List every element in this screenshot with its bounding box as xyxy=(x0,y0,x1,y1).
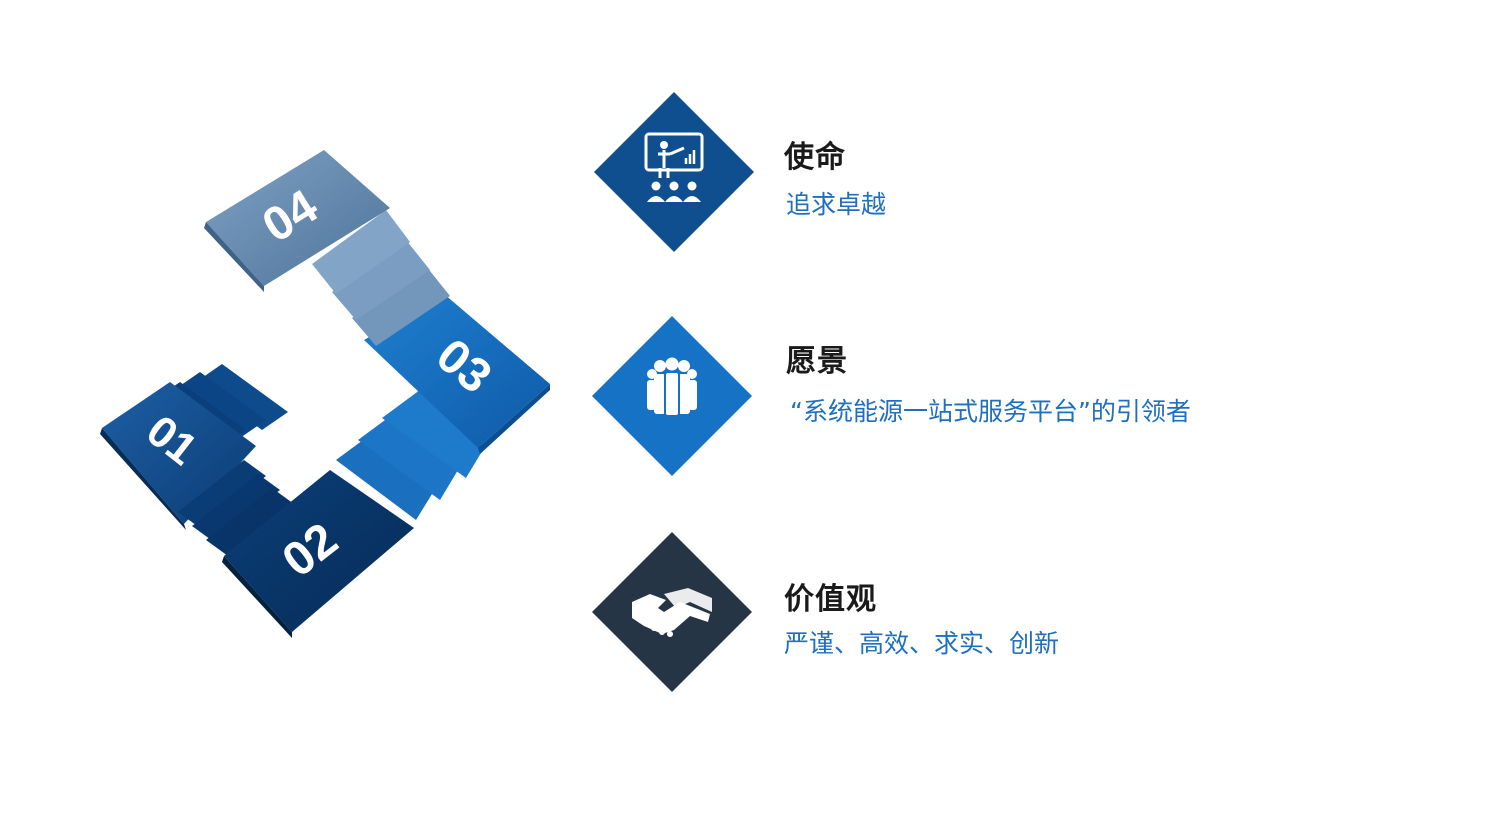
presentation-icon xyxy=(644,132,704,178)
step-platform-01 xyxy=(102,382,256,524)
steps-04-group xyxy=(204,150,450,346)
step-edge xyxy=(100,428,186,530)
step-tread xyxy=(196,364,288,430)
steps-02-group xyxy=(178,460,414,638)
step-tread xyxy=(382,384,484,478)
step-tread xyxy=(178,460,266,528)
step-edge xyxy=(222,556,292,638)
step-tread xyxy=(174,372,266,438)
vision-diamond xyxy=(592,316,752,476)
vision-title: 愿景 xyxy=(786,344,848,379)
step-tread xyxy=(336,426,432,520)
steps-01-group xyxy=(100,364,288,530)
step-platform-03 xyxy=(364,294,550,448)
step-edge xyxy=(204,222,264,292)
step-edge xyxy=(478,384,550,454)
step-platform-04 xyxy=(206,150,390,286)
step-tread xyxy=(352,266,450,346)
steps-03-group xyxy=(336,294,550,520)
step-tread xyxy=(312,210,410,294)
step-tread xyxy=(192,474,280,542)
step-tread xyxy=(206,488,294,556)
mission-subtitle: 追求卓越 xyxy=(786,190,887,219)
team-icon xyxy=(647,357,697,417)
mission-diamond xyxy=(594,92,754,252)
values-title: 价值观 xyxy=(784,582,877,617)
step-tread xyxy=(358,406,458,500)
step-tread xyxy=(332,240,430,320)
step-platform-02 xyxy=(224,470,414,632)
mission-title: 使命 xyxy=(784,140,846,175)
vision-subtitle: “系统能源一站式服务平台”的引领者 xyxy=(790,397,1191,426)
values-subtitle: 严谨、高效、求实、创新 xyxy=(784,629,1060,658)
handshake-icon xyxy=(632,588,712,637)
values-diamond xyxy=(592,532,752,692)
